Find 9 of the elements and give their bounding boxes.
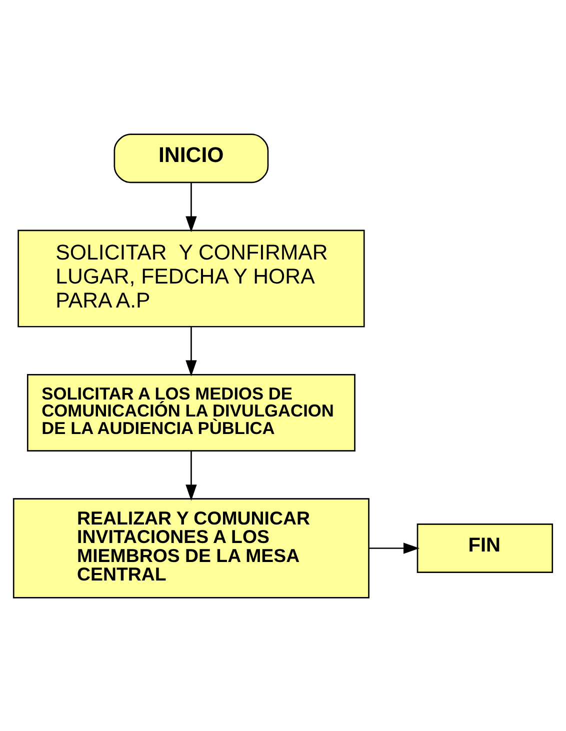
arrow — [186, 326, 197, 376]
node-box: REALIZAR Y COMUNICAR INVITACIONES A LOS MIEMBROS DE LA MESA CENTRAL — [12, 498, 370, 598]
arrow — [369, 542, 420, 554]
arrow — [186, 450, 197, 500]
node-box: SOLICITAR A LOS MEDIOS DE COMUNICACIÓN LA DIVULGACION DE LA AUDIENCIA PÙBLICA — [26, 374, 356, 451]
node-box: FIN — [416, 523, 554, 572]
arrow — [186, 182, 197, 232]
node-box: INICIO — [114, 133, 269, 183]
node-box: SOLICITAR Y CONFIRMAR LUGAR, FEDCHA Y HORA PARA A.P — [18, 229, 365, 327]
